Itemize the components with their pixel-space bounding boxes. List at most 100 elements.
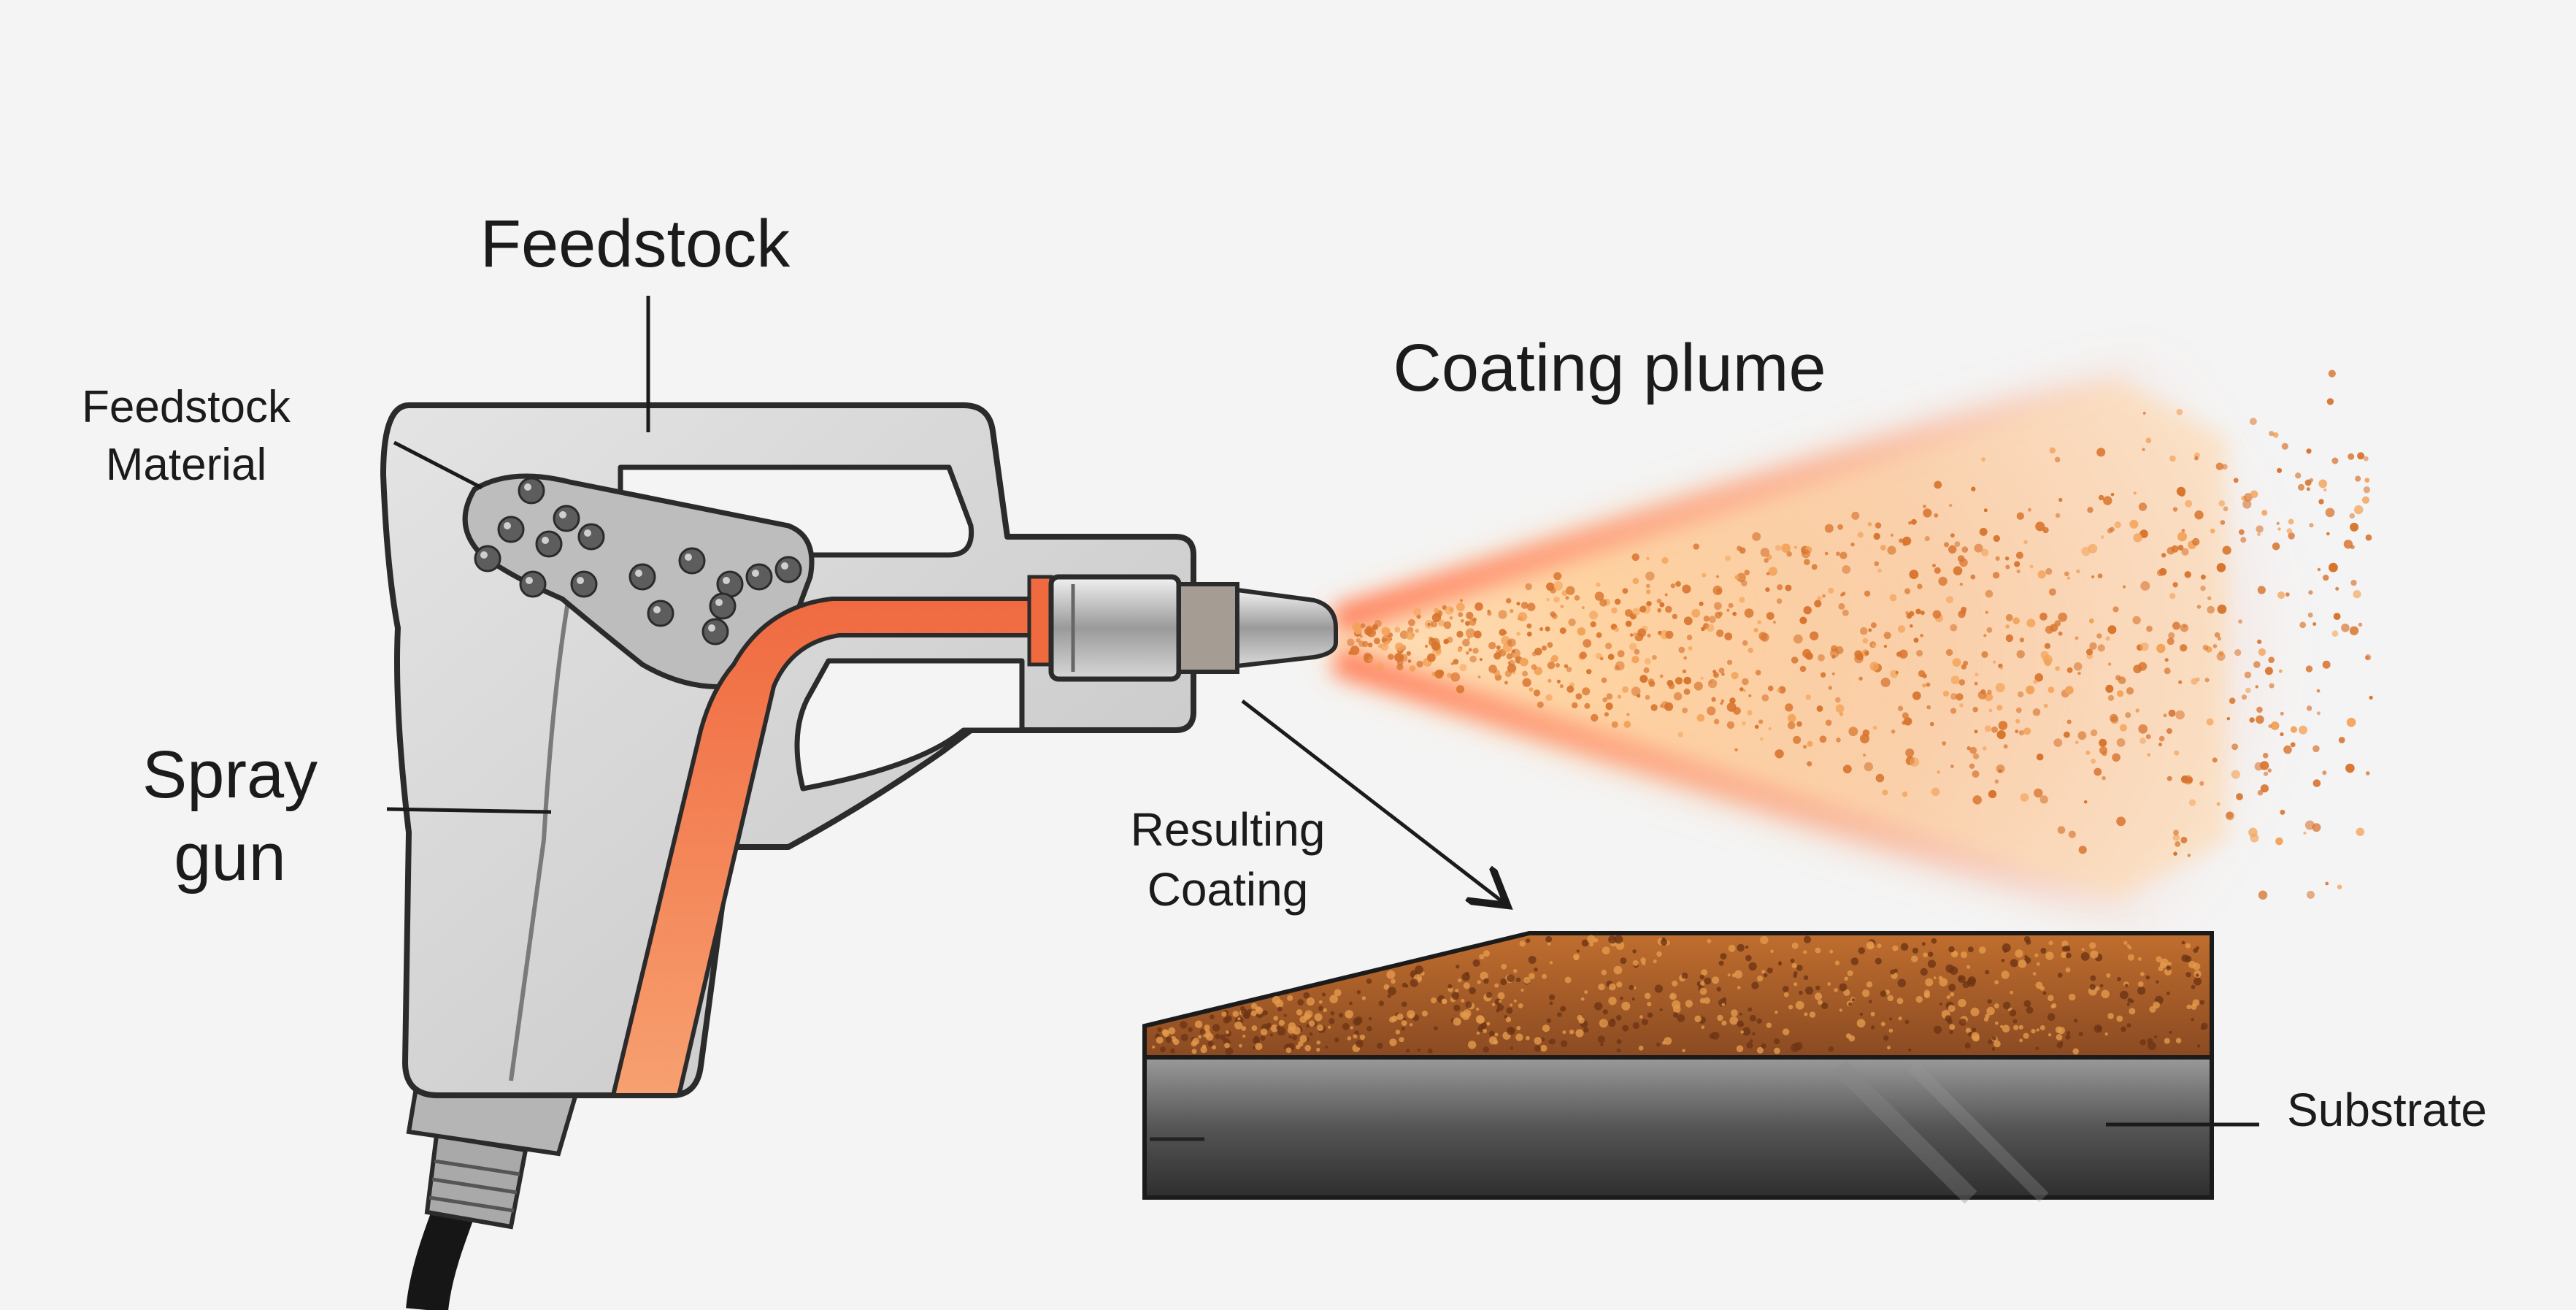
plume-particle [1793,634,1803,644]
coating-grain [1323,1008,1327,1013]
plume-particle [1568,618,1576,627]
plume-particle [1504,681,1508,685]
plume-particle [2116,738,2126,747]
coating-grain [1298,1041,1304,1047]
coating-grain [2126,944,2130,948]
coating-grain [1239,1043,1242,1048]
coating-grain [1948,1005,1956,1012]
plume-particle [1994,779,1999,784]
plume-particle [1984,725,1992,732]
plume-particle [2161,553,2166,558]
plume-particle [1657,608,1662,613]
plume-particle [1739,597,1745,603]
coating-grain [1739,1012,1742,1016]
plume-particle [1831,654,1836,659]
feedstock-particle-highlight [685,554,692,561]
plume-particle [1972,770,1980,778]
plume-particle [1765,587,1770,592]
coating-grain [1700,981,1705,986]
coating-grain [1453,1004,1461,1011]
coating-grain [1731,973,1736,978]
plume-particle [1522,670,1529,677]
plume-particle [1838,602,1845,610]
coating-grain [1877,943,1882,949]
plume-particle [1456,685,1465,694]
plume-particle [2058,612,2068,622]
coating-grain [1477,1016,1485,1024]
plume-particle [2217,604,2227,614]
plume-particle [1752,532,1761,541]
coating-grain [1788,1005,1793,1010]
plume-particle [1908,610,1915,617]
plume-particle [1499,629,1507,636]
coating-grain [1401,1027,1405,1031]
plume-particle [1443,621,1452,629]
plume-particle [2280,711,2284,716]
coating-grain [2050,1004,2056,1009]
coating-grain [1494,983,1499,988]
plume-particle [2057,826,2066,834]
plume-particle [1431,621,1438,628]
coating-grain [1809,1011,1816,1018]
plume-particle [1566,586,1575,595]
coating-grain [1654,984,1663,993]
coating-grain [1410,978,1418,987]
plume-particle [2075,740,2079,744]
coating-grain [1561,1040,1568,1047]
plume-particle [2177,545,2184,551]
plume-particle [1450,662,1454,666]
coating-grain [1639,1015,1643,1019]
coating-grain [1515,1033,1523,1041]
plume-particle [2269,683,2275,689]
coating-grain [1856,1019,1866,1028]
plume-particle [1375,662,1385,671]
plume-particle [1696,713,1705,722]
plume-particle [1526,623,1532,629]
plume-particle [1988,789,1997,799]
plume-particle [1360,623,1366,629]
plume-particle [2261,510,2268,516]
plume-particle [1682,708,1688,713]
coating-grain [1304,1010,1313,1019]
plume-particle [1547,642,1553,648]
plume-particle [1545,626,1550,632]
plume-particle [2039,613,2048,621]
coating-grain [2018,959,2027,968]
plume-particle [2187,777,2193,784]
coating-grain [1763,973,1768,978]
plume-particle [1974,681,1978,686]
plume-particle [1775,545,1782,551]
plume-particle [1766,572,1770,575]
coating-grain [2158,966,2164,972]
plume-particle [1969,746,1977,754]
coating-grain [1170,1048,1176,1054]
coating-grain [1329,1018,1335,1024]
coating-grain [1791,1043,1800,1052]
plume-particle [1706,624,1715,632]
plume-particle [2109,526,2115,532]
plume-particle [2175,841,2181,847]
plume-particle [2019,637,2025,643]
plume-particle [2091,758,2096,764]
plume-particle [1995,556,2000,562]
coating-grain [2193,948,2199,953]
plume-particle [2040,651,2049,659]
plume-particle [1596,632,1602,638]
plume-particle [1937,770,1940,774]
coating-grain [2002,1024,2010,1033]
coating-grain [2010,959,2018,968]
coating-grain [1342,1022,1350,1030]
plume-particle [1920,634,1923,637]
coating-grain [1958,1018,1966,1026]
plume-particle [2356,827,2364,836]
plume-particle [2145,734,2151,740]
plume-particle [2180,644,2188,652]
plume-particle [1873,532,1880,540]
plume-particle [2200,574,2206,580]
coating-grain [1542,973,1547,979]
coating-grain [1557,1012,1562,1017]
plume-particle [1796,721,1802,727]
plume-particle [2090,729,2098,737]
coating-grain [1803,975,1809,981]
coating-grain [1752,1032,1756,1035]
